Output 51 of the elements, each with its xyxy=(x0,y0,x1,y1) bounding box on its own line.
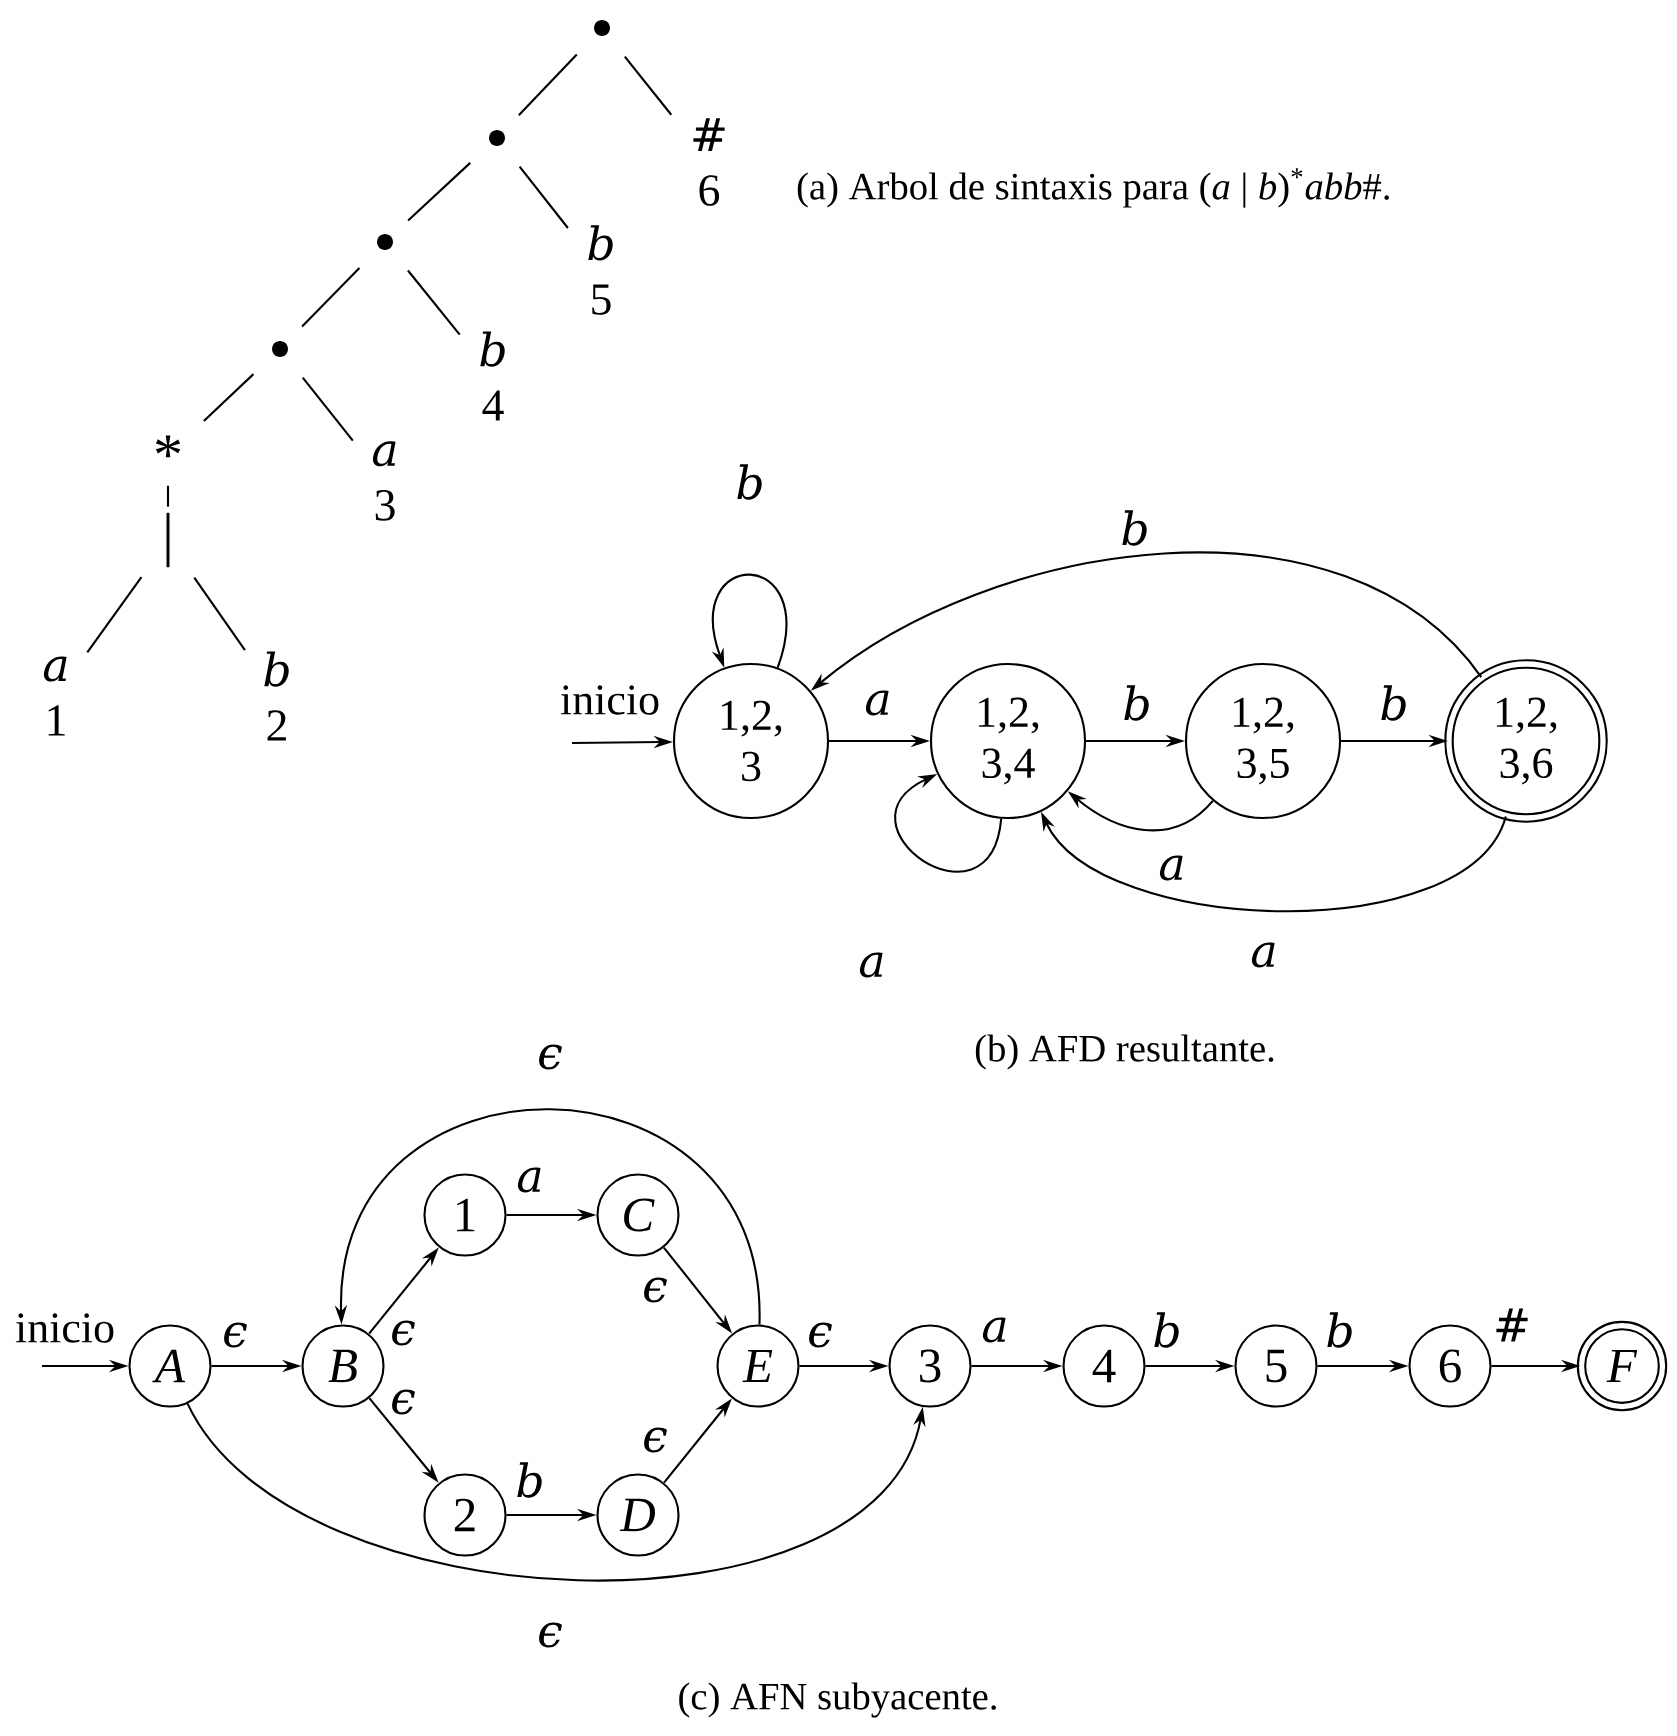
edge-label: a xyxy=(1156,853,1188,883)
caption: (b) AFD resultante. xyxy=(975,1034,1274,1070)
edge-label: ϵ xyxy=(388,1387,418,1417)
dot xyxy=(489,130,505,146)
edge-label: ϵ xyxy=(640,1275,670,1305)
operator-symbol: * xyxy=(156,435,181,458)
edge-label: a xyxy=(514,1165,546,1195)
edge-label: b xyxy=(1118,508,1152,548)
branch-line xyxy=(518,166,569,229)
edge-label: ϵ xyxy=(535,1042,565,1072)
edge-label: b xyxy=(1377,683,1411,723)
leaf-label: a 3 xyxy=(372,441,396,521)
edge-label: b xyxy=(1150,1310,1184,1350)
edge-label: a xyxy=(862,688,894,718)
edge-label: b xyxy=(733,462,767,502)
edge-label: # xyxy=(1491,1306,1533,1344)
leaf-label: b 2 xyxy=(264,651,289,741)
start-label: inicio xyxy=(558,683,662,717)
branch-line xyxy=(301,376,354,442)
self-loop-arrow xyxy=(894,774,1003,873)
dot xyxy=(272,341,288,357)
edge-label: ϵ xyxy=(805,1320,835,1350)
start-label: inicio xyxy=(13,1311,117,1345)
leaf-label: # 6 xyxy=(693,118,725,206)
branch-line xyxy=(193,577,246,651)
caption: (c) AFN subyacente. xyxy=(679,1682,996,1718)
branch-line xyxy=(301,267,361,328)
branch-line xyxy=(624,55,673,116)
edge-label: ϵ xyxy=(535,1620,565,1650)
branch-line xyxy=(518,53,578,116)
operator-symbol: | xyxy=(166,512,170,568)
branch-line xyxy=(203,373,255,422)
dot xyxy=(377,234,393,250)
edge-label: ϵ xyxy=(220,1320,250,1350)
edge-label: b xyxy=(1120,683,1154,723)
leaf-label: b 4 xyxy=(480,331,505,421)
branch-line xyxy=(407,162,471,222)
branch-line xyxy=(86,576,143,654)
edge-label: ϵ xyxy=(640,1425,670,1455)
edge-label: a xyxy=(856,950,888,980)
leaf-label: b 5 xyxy=(588,225,613,315)
edge-label: b xyxy=(513,1460,547,1500)
dot xyxy=(594,20,610,36)
edge-label: a xyxy=(1248,940,1280,970)
edge-label: ϵ xyxy=(388,1318,418,1348)
branch-line xyxy=(407,269,461,336)
branch-line xyxy=(166,485,170,507)
leaf-label: a 1 xyxy=(43,656,67,736)
caption: (a) Arbol de sintaxis para (a | b)$^{*}$abb#. xyxy=(797,168,1389,208)
edge-label: b xyxy=(1323,1310,1357,1350)
edge-label: a xyxy=(979,1315,1011,1345)
